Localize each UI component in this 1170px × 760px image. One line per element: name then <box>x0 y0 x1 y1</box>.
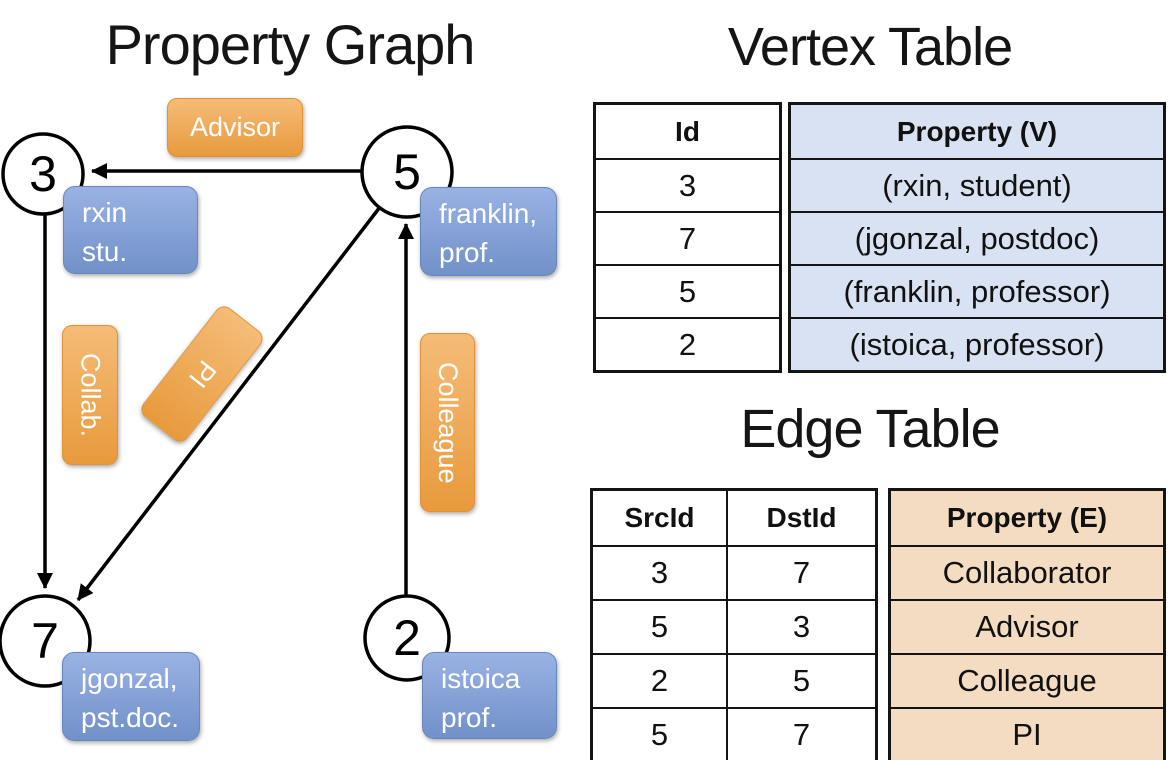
edge-table-dstid-cell: 3 <box>726 601 875 653</box>
vertex-property-box-7: jgonzal, pst.doc. <box>62 652 200 741</box>
edge-table-srcid-cell: 2 <box>650 663 669 698</box>
vertex-id-5: 5 <box>393 144 421 200</box>
vertex-table-property-cell: (jgonzal, postdoc) <box>791 211 1163 264</box>
edge-label-colleague-text: Colleague <box>433 361 463 484</box>
vertex-property-2-line1: istoica <box>441 663 521 694</box>
edge-table-header-row: SrcId DstId <box>593 491 875 545</box>
vertex-table-property-column: Property (V) (rxin, student) (jgonzal, p… <box>788 102 1166 373</box>
vertex-table-id-header: Id <box>675 115 700 147</box>
vertex-table-property-cell: (istoica, professor) <box>791 317 1163 370</box>
vertex-id-7: 7 <box>31 613 59 669</box>
vertex-property-box-3: rxin stu. <box>63 186 198 274</box>
vertex-id-2: 2 <box>393 610 421 666</box>
edge-table-dstid-cell: 7 <box>726 547 875 599</box>
edge-table-property-cell: Collaborator <box>891 545 1163 599</box>
vertex-table-id-cell: 7 <box>596 211 779 264</box>
vertex-table-id-column: Id 3 7 5 2 <box>593 102 782 373</box>
edge-table-row: 5 3 <box>593 599 875 653</box>
edge-table-srcid-cell: 5 <box>650 609 669 644</box>
vertex-table-title: Vertex Table <box>727 17 1013 77</box>
edge-table-row: 5 7 <box>593 707 875 760</box>
edge-table-row: 2 5 <box>593 653 875 707</box>
edge-table-dstid-cell: 7 <box>726 709 875 760</box>
edge-table-dstid-header: DstId <box>726 491 875 545</box>
vertex-property-2-line2: prof. <box>441 701 498 733</box>
vertex-property-5-line2: prof. <box>439 236 496 268</box>
edge-table-ids-columns: SrcId DstId 3 7 5 3 2 5 5 7 <box>590 488 878 760</box>
vertex-table-id-cell: 3 <box>596 158 779 211</box>
edge-table-row: 3 7 <box>593 545 875 599</box>
edge-label-pi-text: PI <box>182 355 223 394</box>
edge-label-advisor-text: Advisor <box>189 112 281 142</box>
vertex-id-3: 3 <box>29 146 57 202</box>
edge-table-srcid-header: SrcId <box>624 502 695 533</box>
edge-label-collab-text: Collab. <box>75 352 106 438</box>
graph-canvas <box>0 125 454 688</box>
vertex-property-5-line1: franklin, <box>439 198 538 229</box>
vertex-property-3-line1: rxin <box>82 197 128 228</box>
edge-table-srcid-cell: 5 <box>650 717 669 752</box>
edge-table-dstid-cell: 5 <box>726 655 875 707</box>
edge-label-collab: Collab. <box>62 325 118 465</box>
property-graph-title: Property Graph <box>105 13 476 76</box>
edge-table-property-column: Property (E) Collaborator Advisor Collea… <box>888 488 1166 760</box>
edge-table-property-cell: Colleague <box>891 653 1163 707</box>
edge-table-srcid-cell: 3 <box>650 555 669 590</box>
edge-table-property-cell: Advisor <box>891 599 1163 653</box>
edge-label-colleague: Colleague <box>420 333 475 512</box>
edge-table-property-header: Property (E) <box>891 491 1163 545</box>
vertex-table-id-cell: 5 <box>596 264 779 317</box>
vertex-property-7-line1: jgonzal, <box>81 663 178 694</box>
vertex-table-id-cell: 2 <box>596 317 779 370</box>
edge-table-property-cell: PI <box>891 707 1163 760</box>
vertex-table-property-cell: (franklin, professor) <box>791 264 1163 317</box>
vertex-table-property-cell: (rxin, student) <box>791 158 1163 211</box>
edge-pi-arrow <box>76 205 382 602</box>
vertex-property-3-line2: stu. <box>82 235 128 267</box>
edge-table-title: Edge Table <box>740 399 1000 459</box>
vertex-property-box-5: franklin, prof. <box>420 187 557 276</box>
vertex-property-7-line2: pst.doc. <box>81 701 180 733</box>
vertex-property-box-2: istoica prof. <box>422 652 557 739</box>
edge-label-advisor: Advisor <box>167 98 303 157</box>
vertex-table-property-header: Property (V) <box>791 105 1163 158</box>
